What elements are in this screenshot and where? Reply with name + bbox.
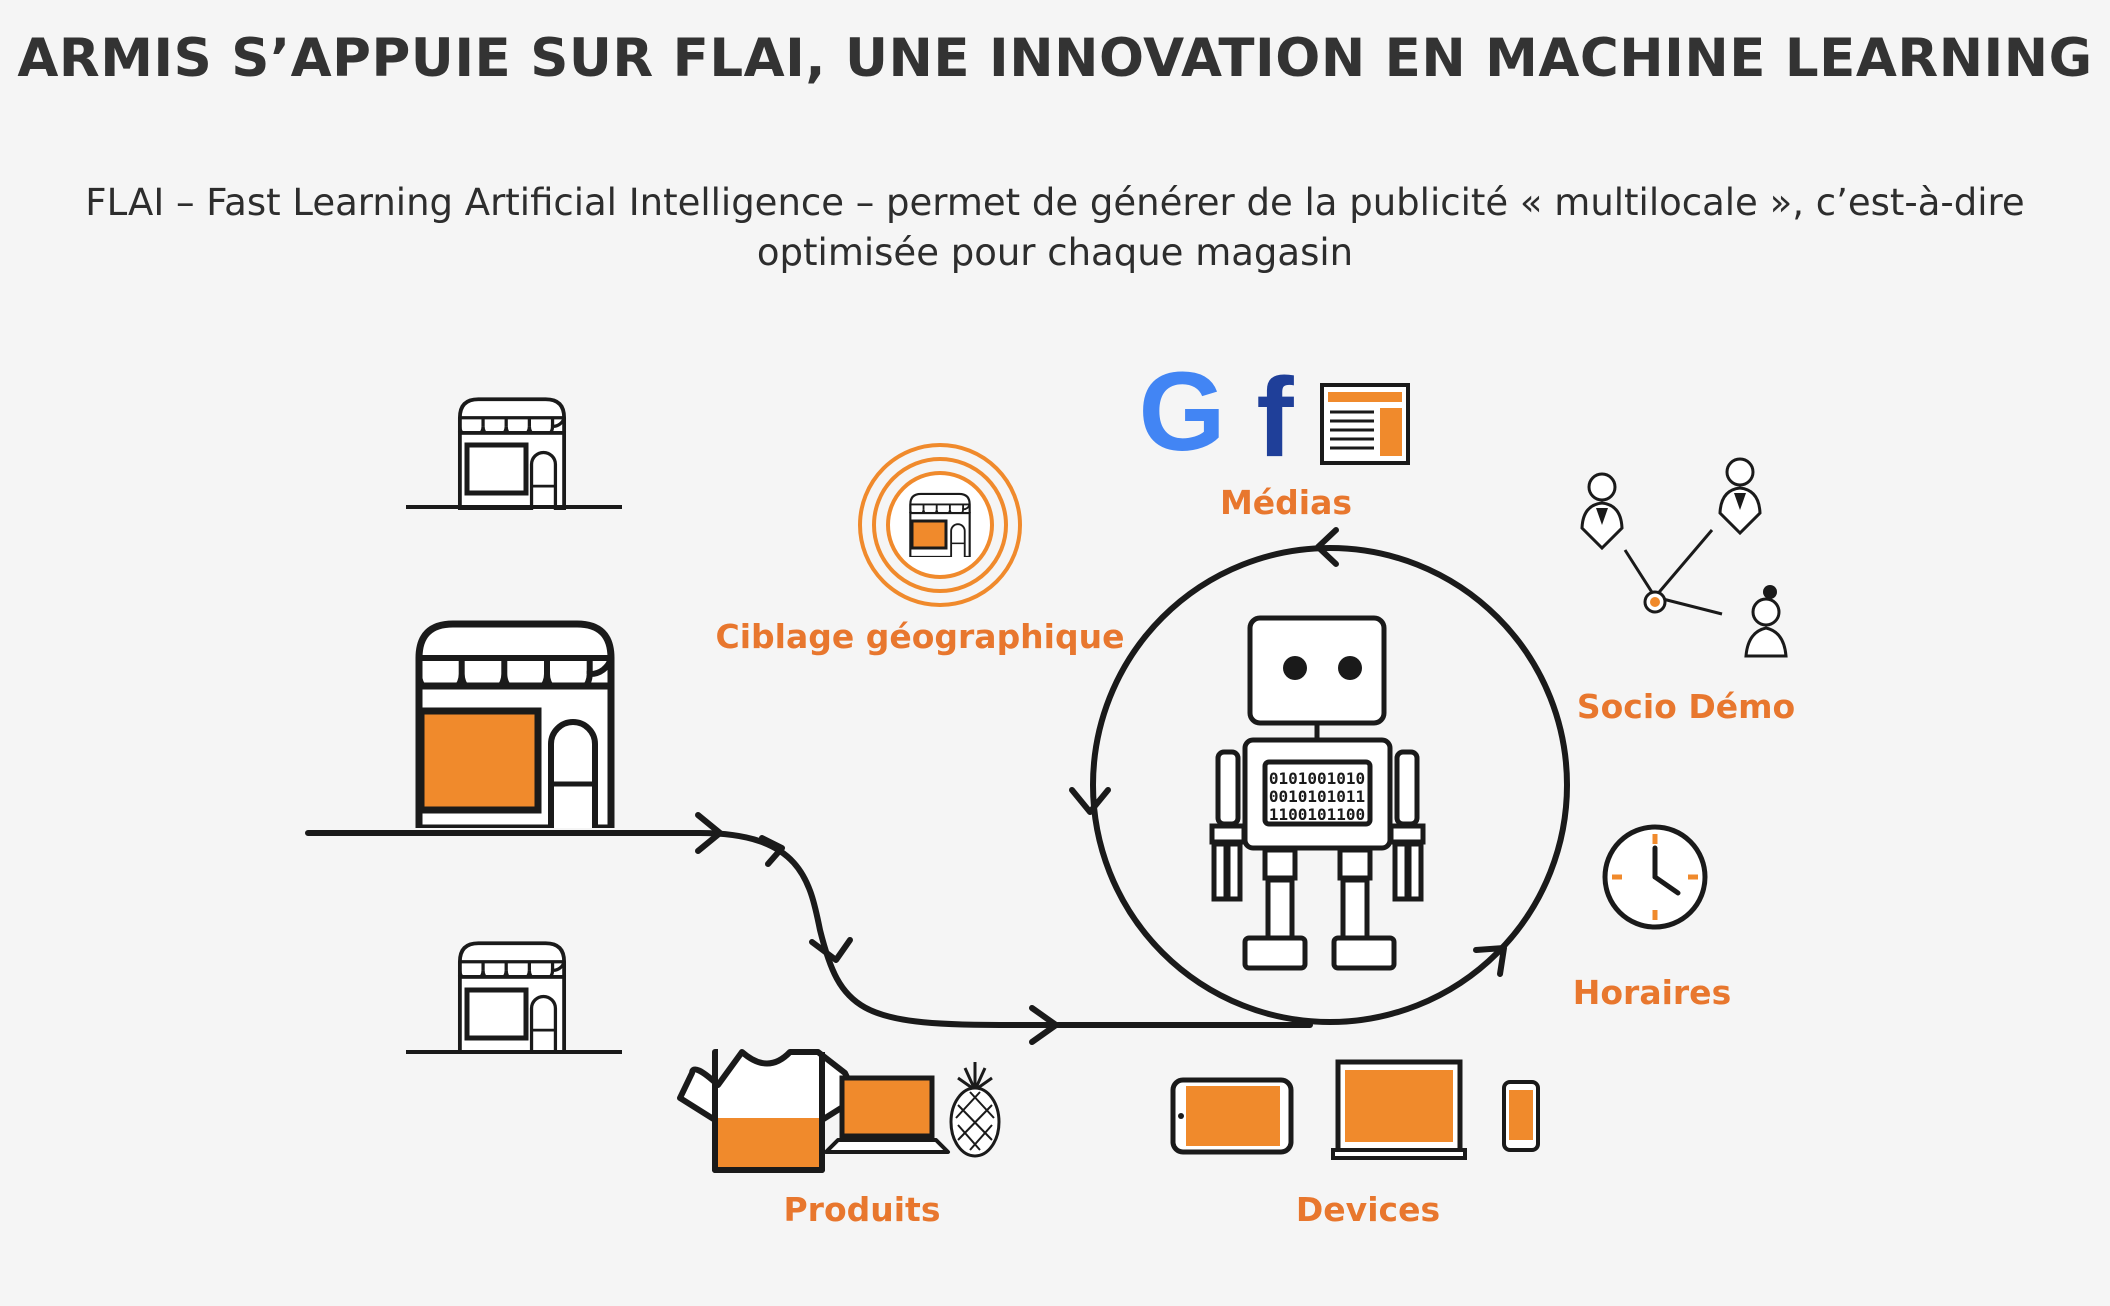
label-produits: Produits — [784, 1190, 941, 1229]
laptop-icon — [824, 1075, 950, 1154]
person-icon — [1580, 472, 1624, 551]
label-horaires: Horaires — [1573, 973, 1731, 1012]
flow-arrow-icon — [695, 812, 723, 854]
label-ciblage-geographique: Ciblage géographique — [716, 617, 1125, 656]
cycle-arrow-icon — [1069, 787, 1111, 815]
flow-path — [305, 830, 1313, 1028]
cycle-arrow-icon — [1315, 527, 1339, 567]
monitor-icon — [1331, 1059, 1467, 1160]
google-icon: G — [1138, 349, 1225, 474]
subtitle-line-2: optimisée pour chaque magasin — [756, 231, 1354, 274]
flow-arrow-icon — [809, 937, 853, 963]
label-devices: Devices — [1296, 1190, 1440, 1229]
geo-target-icon — [858, 443, 1022, 607]
subtitle-line-1: FLAI – Fast Learning Artificial Intellig… — [85, 181, 2025, 224]
pineapple-icon — [949, 1062, 1001, 1158]
socio-network-icon — [1580, 457, 1788, 658]
svg-text:G: G — [1138, 349, 1225, 474]
learning-cycle-circle — [1090, 545, 1570, 1025]
cycle-arrow-icon — [1473, 945, 1507, 977]
store-icon-bottom — [406, 941, 622, 1054]
label-socio-demo: Socio Démo — [1577, 687, 1795, 726]
robot-icon: 0101001010 0010101011 1100101100 — [1209, 615, 1426, 971]
svg-text:f: f — [1256, 355, 1294, 480]
tshirt-icon — [677, 1049, 860, 1173]
tablet-icon — [1170, 1077, 1294, 1155]
person-icon — [1718, 457, 1762, 536]
facebook-icon: f — [1256, 355, 1294, 480]
clock-icon — [1602, 824, 1708, 930]
store-icon-top — [406, 397, 622, 510]
robot-binary-2: 0010101011 — [1269, 787, 1365, 806]
newspaper-icon — [1320, 383, 1410, 465]
store-icon-main — [419, 624, 611, 828]
robot-binary-1: 0101001010 — [1269, 769, 1365, 788]
page-title: ARMIS S’APPUIE SUR FLAI, UNE INNOVATION … — [17, 28, 2093, 89]
label-medias: Médias — [1220, 483, 1352, 522]
person-icon — [1744, 585, 1788, 658]
page-subtitle: FLAI – Fast Learning Artificial Intellig… — [40, 178, 2070, 278]
smartphone-icon — [1502, 1080, 1540, 1152]
flow-arrow-icon — [759, 835, 785, 867]
robot-binary-3: 1100101100 — [1269, 805, 1365, 824]
flow-arrow-icon — [1029, 1005, 1059, 1045]
